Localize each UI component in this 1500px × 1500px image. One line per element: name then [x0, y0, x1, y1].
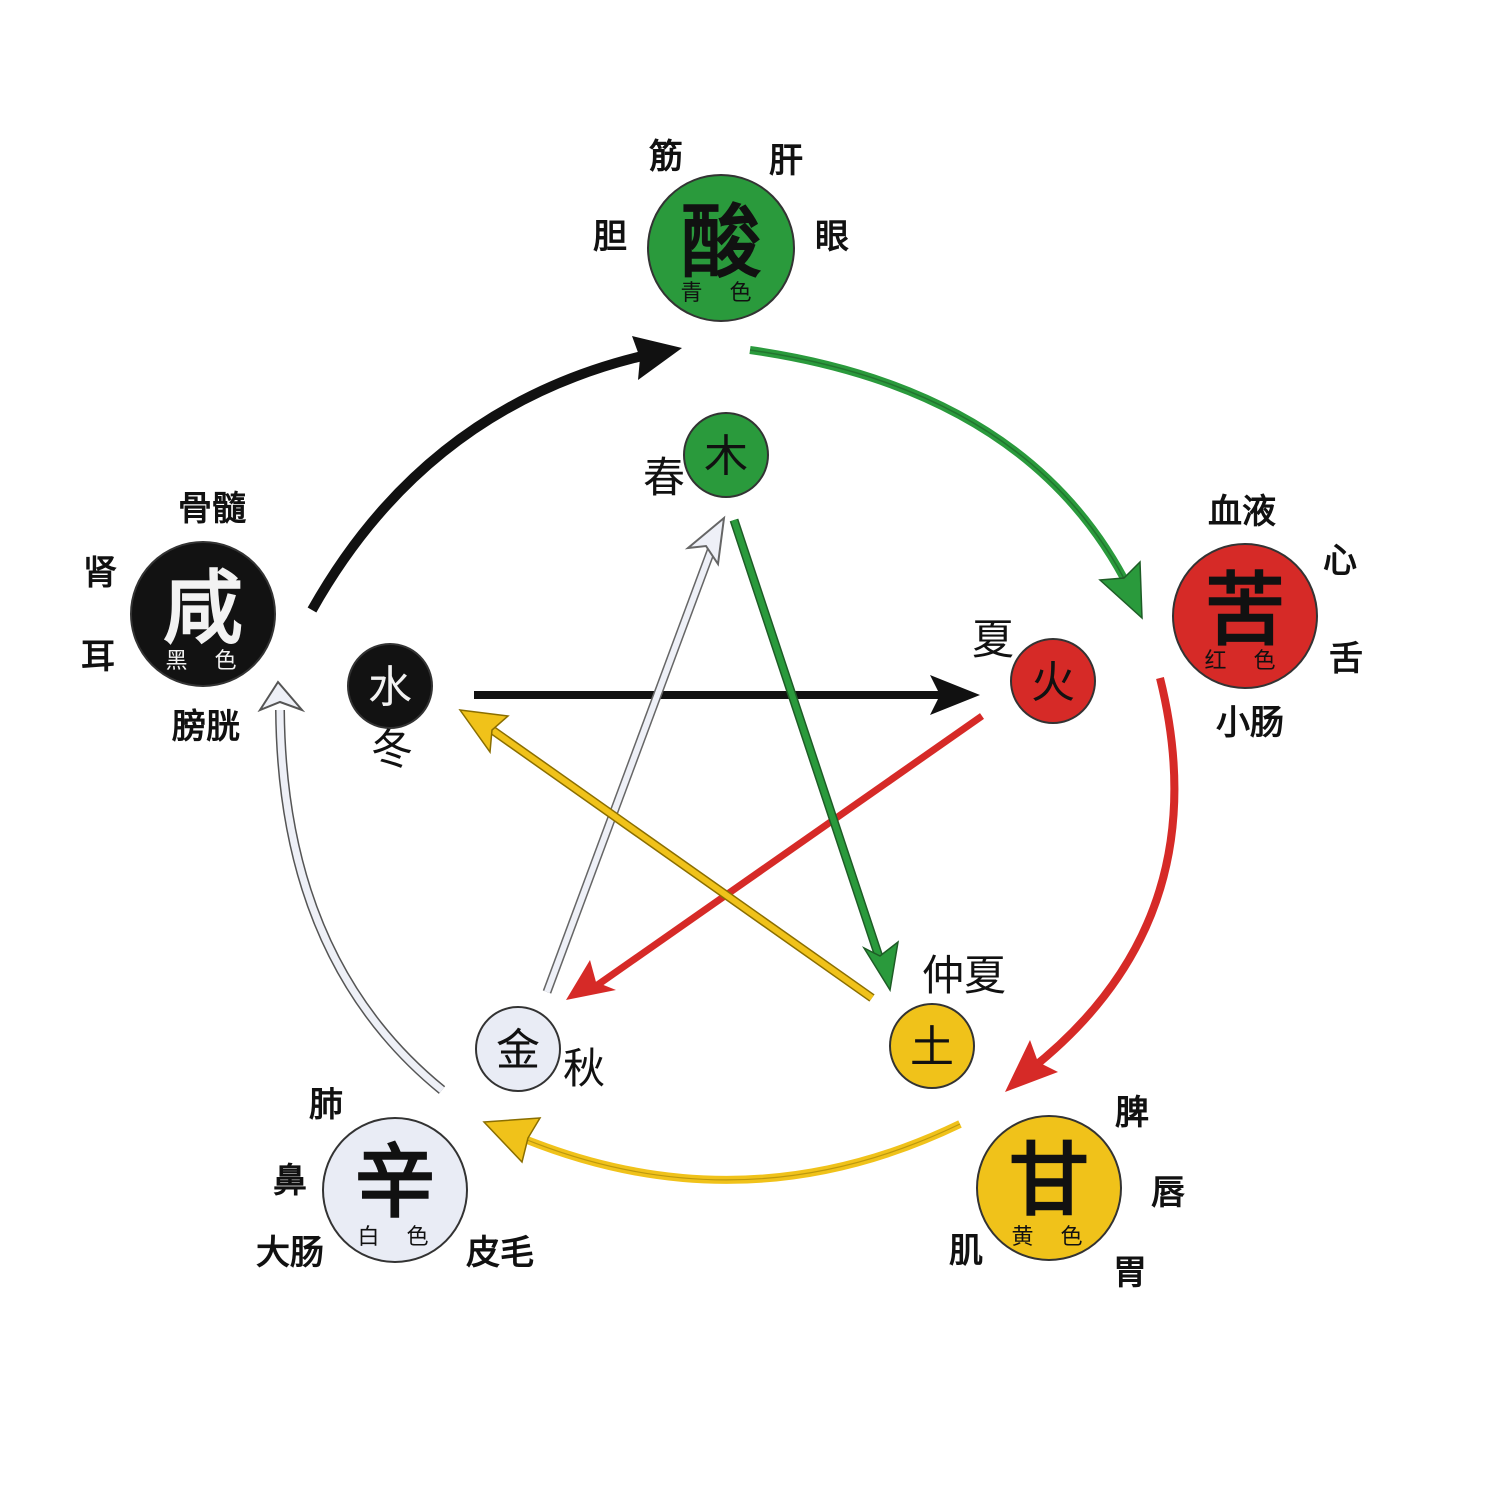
season-midsummer: 仲夏	[922, 951, 1006, 1000]
arrow-pungent-to-salty-fill	[276, 709, 445, 1093]
taste-sweet-circle	[976, 1115, 1122, 1261]
element-water-circle	[347, 643, 433, 729]
taste-sweet-color: 黄 色	[1012, 1225, 1093, 1250]
season-winter: 冬	[371, 725, 413, 774]
organ-bone-marrow: 骨髓	[178, 489, 246, 529]
organ-ear: 耳	[81, 637, 115, 677]
taste-pungent-char: 辛	[355, 1135, 435, 1229]
organ-lung: 肺	[309, 1085, 343, 1125]
organ-nose: 鼻	[273, 1161, 307, 1201]
taste-sour-color: 青 色	[681, 281, 762, 306]
arrowhead-water-to-fire	[930, 675, 980, 715]
taste-pungent-circle	[322, 1117, 468, 1263]
element-earth-group: 土 仲夏	[889, 951, 1006, 1089]
organ-blood: 血液	[1208, 492, 1276, 532]
arrow-salty-to-sour	[307, 347, 662, 613]
taste-bitter-circle	[1172, 543, 1318, 689]
element-fire-circle	[1010, 638, 1096, 724]
taste-sweet-group: 甘 黄 色 脾 唇 胃 肌	[949, 1093, 1185, 1293]
element-metal-circle	[475, 1006, 561, 1092]
taste-sour-char: 酸	[681, 195, 762, 289]
arrowhead-earth-to-water	[458, 709, 510, 755]
taste-salty-char: 咸	[163, 561, 243, 655]
arrow-wood-to-earth-fill	[731, 519, 883, 961]
element-metal-group: 金 秋	[475, 1006, 605, 1093]
element-wood-char: 木	[704, 431, 748, 482]
taste-pungent-group: 辛 白 色 肺 鼻 大肠 皮毛	[256, 1085, 534, 1273]
season-summer: 夏	[972, 615, 1014, 664]
taste-sweet-char: 甘	[1009, 1133, 1089, 1227]
taste-bitter-char: 苦	[1205, 563, 1285, 657]
organ-tongue: 舌	[1329, 639, 1363, 679]
organ-stomach: 胃	[1113, 1253, 1147, 1293]
inner-star-arrows	[458, 515, 985, 1002]
arrow-sour-to-bitter-edge	[749, 349, 1131, 591]
element-fire-char: 火	[1031, 657, 1075, 708]
element-wood-group: 木 春	[643, 412, 769, 502]
arrowhead-salty-to-sour	[632, 336, 682, 380]
organ-kidney: 肾	[83, 553, 117, 593]
element-fire-group: 火 夏	[972, 615, 1096, 724]
organ-large-intestine: 大肠	[256, 1233, 324, 1273]
arrowhead-pungent-to-salty	[257, 680, 306, 713]
taste-sour-circle	[647, 174, 795, 322]
season-spring: 春	[643, 453, 685, 502]
arrow-sour-to-bitter	[749, 346, 1134, 592]
taste-salty-circle	[130, 541, 276, 687]
organ-spleen: 脾	[1115, 1093, 1149, 1133]
arrow-sweet-to-pungent-edge	[514, 1123, 961, 1181]
arrowhead-wood-to-earth	[861, 940, 900, 993]
taste-pungent-color: 白 色	[358, 1225, 439, 1250]
element-wood-circle	[683, 412, 769, 498]
arrowhead-metal-to-wood	[684, 515, 726, 567]
organ-lips: 唇	[1151, 1173, 1185, 1213]
arrow-fire-to-metal	[593, 713, 985, 989]
organ-skin-hair: 皮毛	[466, 1233, 534, 1273]
organ-liver: 肝	[769, 141, 803, 181]
arrow-earth-to-water-fill	[486, 724, 874, 1001]
arrow-metal-to-wood-fill	[544, 546, 715, 994]
taste-sour-group: 酸 青 色 筋 肝 胆 眼	[593, 137, 849, 322]
arrow-bitter-to-sweet	[1027, 677, 1179, 1074]
taste-bitter-color: 红 色	[1205, 649, 1286, 674]
organ-tendon: 筋	[649, 137, 683, 177]
organ-eye: 眼	[815, 217, 849, 257]
element-metal-char: 金	[496, 1025, 540, 1076]
arrowhead-sour-to-bitter	[1098, 560, 1143, 620]
outer-cycle-arrows	[257, 336, 1179, 1184]
organ-small-intestine: 小肠	[1216, 703, 1284, 743]
taste-salty-group: 咸 黑 色 骨髓 肾 耳 膀胱	[81, 489, 276, 747]
taste-salty-color: 黑 色	[166, 649, 247, 674]
arrow-pungent-to-salty	[275, 709, 446, 1094]
organ-muscle: 肌	[949, 1231, 983, 1271]
element-earth-char: 土	[910, 1022, 954, 1073]
element-water-group: 水 冬	[347, 643, 433, 774]
organ-bladder: 膀胱	[172, 707, 240, 747]
taste-bitter-group: 苦 红 色 血液 心 舌 小肠	[1172, 492, 1363, 743]
organ-heart: 心	[1323, 541, 1357, 581]
season-autumn: 秋	[563, 1044, 605, 1093]
element-water-char: 水	[368, 662, 412, 713]
element-earth-circle	[889, 1003, 975, 1089]
arrowhead-bitter-to-sweet	[1005, 1040, 1058, 1092]
arrowhead-sweet-to-pungent	[482, 1117, 542, 1164]
arrowhead-fire-to-metal	[566, 960, 616, 1000]
organ-gallbladder: 胆	[593, 217, 627, 257]
